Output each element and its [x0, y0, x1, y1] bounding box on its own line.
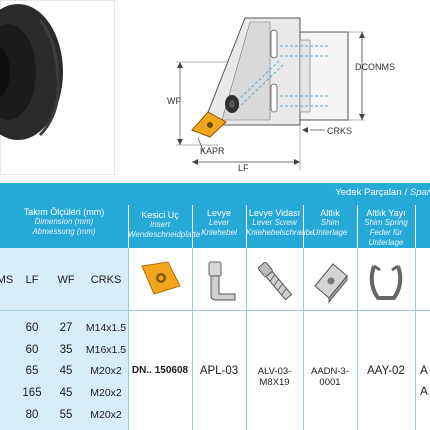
kapr-label: KAPR [200, 146, 225, 156]
lever-value: APL-03 [199, 365, 239, 377]
col-ms: MS [0, 274, 14, 286]
crks-label: CRKS [327, 126, 353, 136]
spare-parts-title: Yedek Parçaları / Spar [335, 187, 430, 198]
col-crks: CRKS [90, 274, 122, 286]
parts-header-shim-spring: Altlık Yayı Shim Spring Feder für Unterl… [364, 208, 408, 247]
col-wf: WF [57, 274, 75, 286]
dimension-group-title: Takım Ölçüleri (mm) Dimension (mm) Abmes… [23, 207, 105, 236]
parts-header-shim: Altlık Shim Unterlage [312, 208, 348, 237]
row-1-crks: M14x1.5 [85, 322, 127, 334]
row-5-wf: 55 [59, 409, 73, 421]
lever-screw-value: ALV-03-M8X19 [257, 366, 292, 388]
row-2-lf: 60 [25, 344, 39, 356]
right-edge-value-1: A [420, 365, 428, 377]
row-4-wf: 45 [59, 387, 73, 399]
right-edge-value-2: A [420, 386, 428, 398]
row-3-lf: 65 [25, 365, 39, 377]
row-1-wf: 27 [59, 322, 73, 334]
dimension-data [0, 310, 128, 430]
spare-parts-header: Yedek Parçaları / Spar [0, 183, 430, 205]
tool-holder-photo [0, 0, 115, 175]
shim-spring-icon [364, 256, 408, 311]
lever-screw-icon [252, 256, 298, 311]
row-4-lf: 165 [22, 387, 42, 399]
row-3-crks: M20x2 [90, 365, 122, 377]
insert-header: Kesici Uç Insert Wendeschneidplatte [128, 210, 201, 239]
parts-header-lever: Levye Lever Kniehebel [201, 208, 237, 237]
product-photo [0, 0, 115, 175]
dimension-subheader [0, 248, 128, 310]
parts-data [128, 310, 430, 430]
row-3-wf: 45 [59, 365, 73, 377]
shim-value: AADN-3-0001 [310, 366, 349, 388]
technical-drawing: DCONMS WF CRKS KAPR LF [130, 0, 430, 180]
dconms-label: DCONMS [355, 62, 395, 72]
row-1-lf: 60 [25, 322, 39, 334]
lever-icon [197, 256, 241, 311]
col-lf: LF [25, 274, 39, 286]
row-5-lf: 80 [25, 409, 39, 421]
lf-label: LF [238, 163, 249, 173]
row-2-crks: M16x1.5 [85, 344, 127, 356]
shim-spring-value: AAY-02 [367, 365, 405, 377]
row-4-crks: M20x2 [90, 387, 122, 399]
row-2-wf: 35 [59, 344, 73, 356]
wf-label: WF [167, 96, 181, 106]
parts-header-lever-screw: Levye Vidası Lever Screw Kniehebelschrau… [246, 208, 315, 237]
shim-icon [309, 256, 353, 311]
row-5-crks: M20x2 [90, 409, 122, 421]
column-header-row [0, 205, 430, 248]
insert-value: DN.. 150608 [131, 365, 189, 376]
insert-icon [134, 256, 186, 311]
